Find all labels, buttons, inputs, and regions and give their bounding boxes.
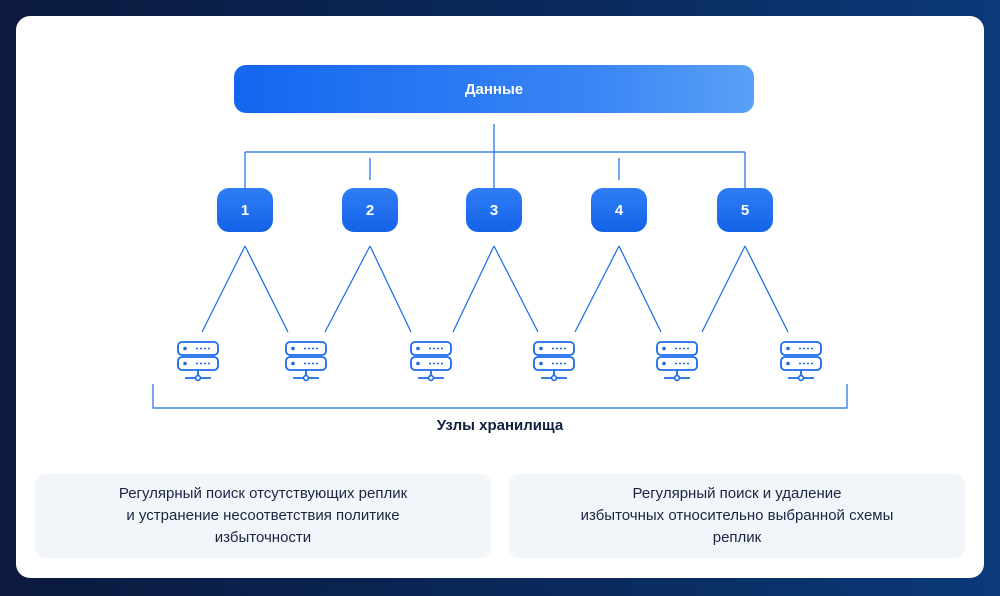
server-icon xyxy=(656,341,698,382)
note-line: Регулярный поиск отсутствующих реплик xyxy=(118,485,408,502)
node-label: 3 xyxy=(489,201,499,219)
data-box: Данные xyxy=(234,65,754,113)
server-icon xyxy=(410,341,452,382)
storage-bracket xyxy=(152,384,848,409)
note-text: Регулярный поиск и удаление избыточных о… xyxy=(581,483,894,549)
note-line: реплик xyxy=(712,529,762,546)
node-label: 1 xyxy=(240,201,250,219)
note-line: избыточных относительно выбранной схемы xyxy=(580,507,894,524)
server-icon xyxy=(177,341,219,382)
link-n5-a xyxy=(701,245,746,333)
link-n3-b xyxy=(493,245,539,333)
link-n3-a xyxy=(452,245,495,333)
link-n4-a xyxy=(574,245,620,333)
node-5: 5 xyxy=(717,188,773,232)
link-n2-a xyxy=(324,245,371,333)
link-n1-a xyxy=(201,245,246,333)
storage-nodes-label: Узлы хранилища xyxy=(436,417,564,434)
node-3: 3 xyxy=(466,188,522,232)
data-label: Данные xyxy=(464,80,524,98)
note-line: и устранение несоответствия политике xyxy=(126,507,400,524)
node-label: 5 xyxy=(740,201,750,219)
note-text: Регулярный поиск отсутствующих реплик и … xyxy=(119,483,407,549)
link-n2-b xyxy=(369,245,412,333)
node-1: 1 xyxy=(217,188,273,232)
link-n1-b xyxy=(244,245,289,333)
note-excess-replicas: Регулярный поиск и удаление избыточных о… xyxy=(509,474,965,558)
note-line: Регулярный поиск и удаление xyxy=(632,485,842,502)
note-line: избыточности xyxy=(214,529,312,546)
node-4: 4 xyxy=(591,188,647,232)
server-icon xyxy=(533,341,575,382)
node-label: 4 xyxy=(614,201,624,219)
node-label: 2 xyxy=(365,201,375,219)
server-icon xyxy=(285,341,327,382)
note-missing-replicas: Регулярный поиск отсутствующих реплик и … xyxy=(35,474,491,558)
link-n4-b xyxy=(618,245,662,333)
diagram-card: Данные 1 2 3 4 5 Узлы хранилища Регулярн… xyxy=(16,16,984,578)
server-icon xyxy=(780,341,822,382)
node-2: 2 xyxy=(342,188,398,232)
diagram-connectors xyxy=(152,124,848,409)
link-n5-b xyxy=(744,245,789,333)
